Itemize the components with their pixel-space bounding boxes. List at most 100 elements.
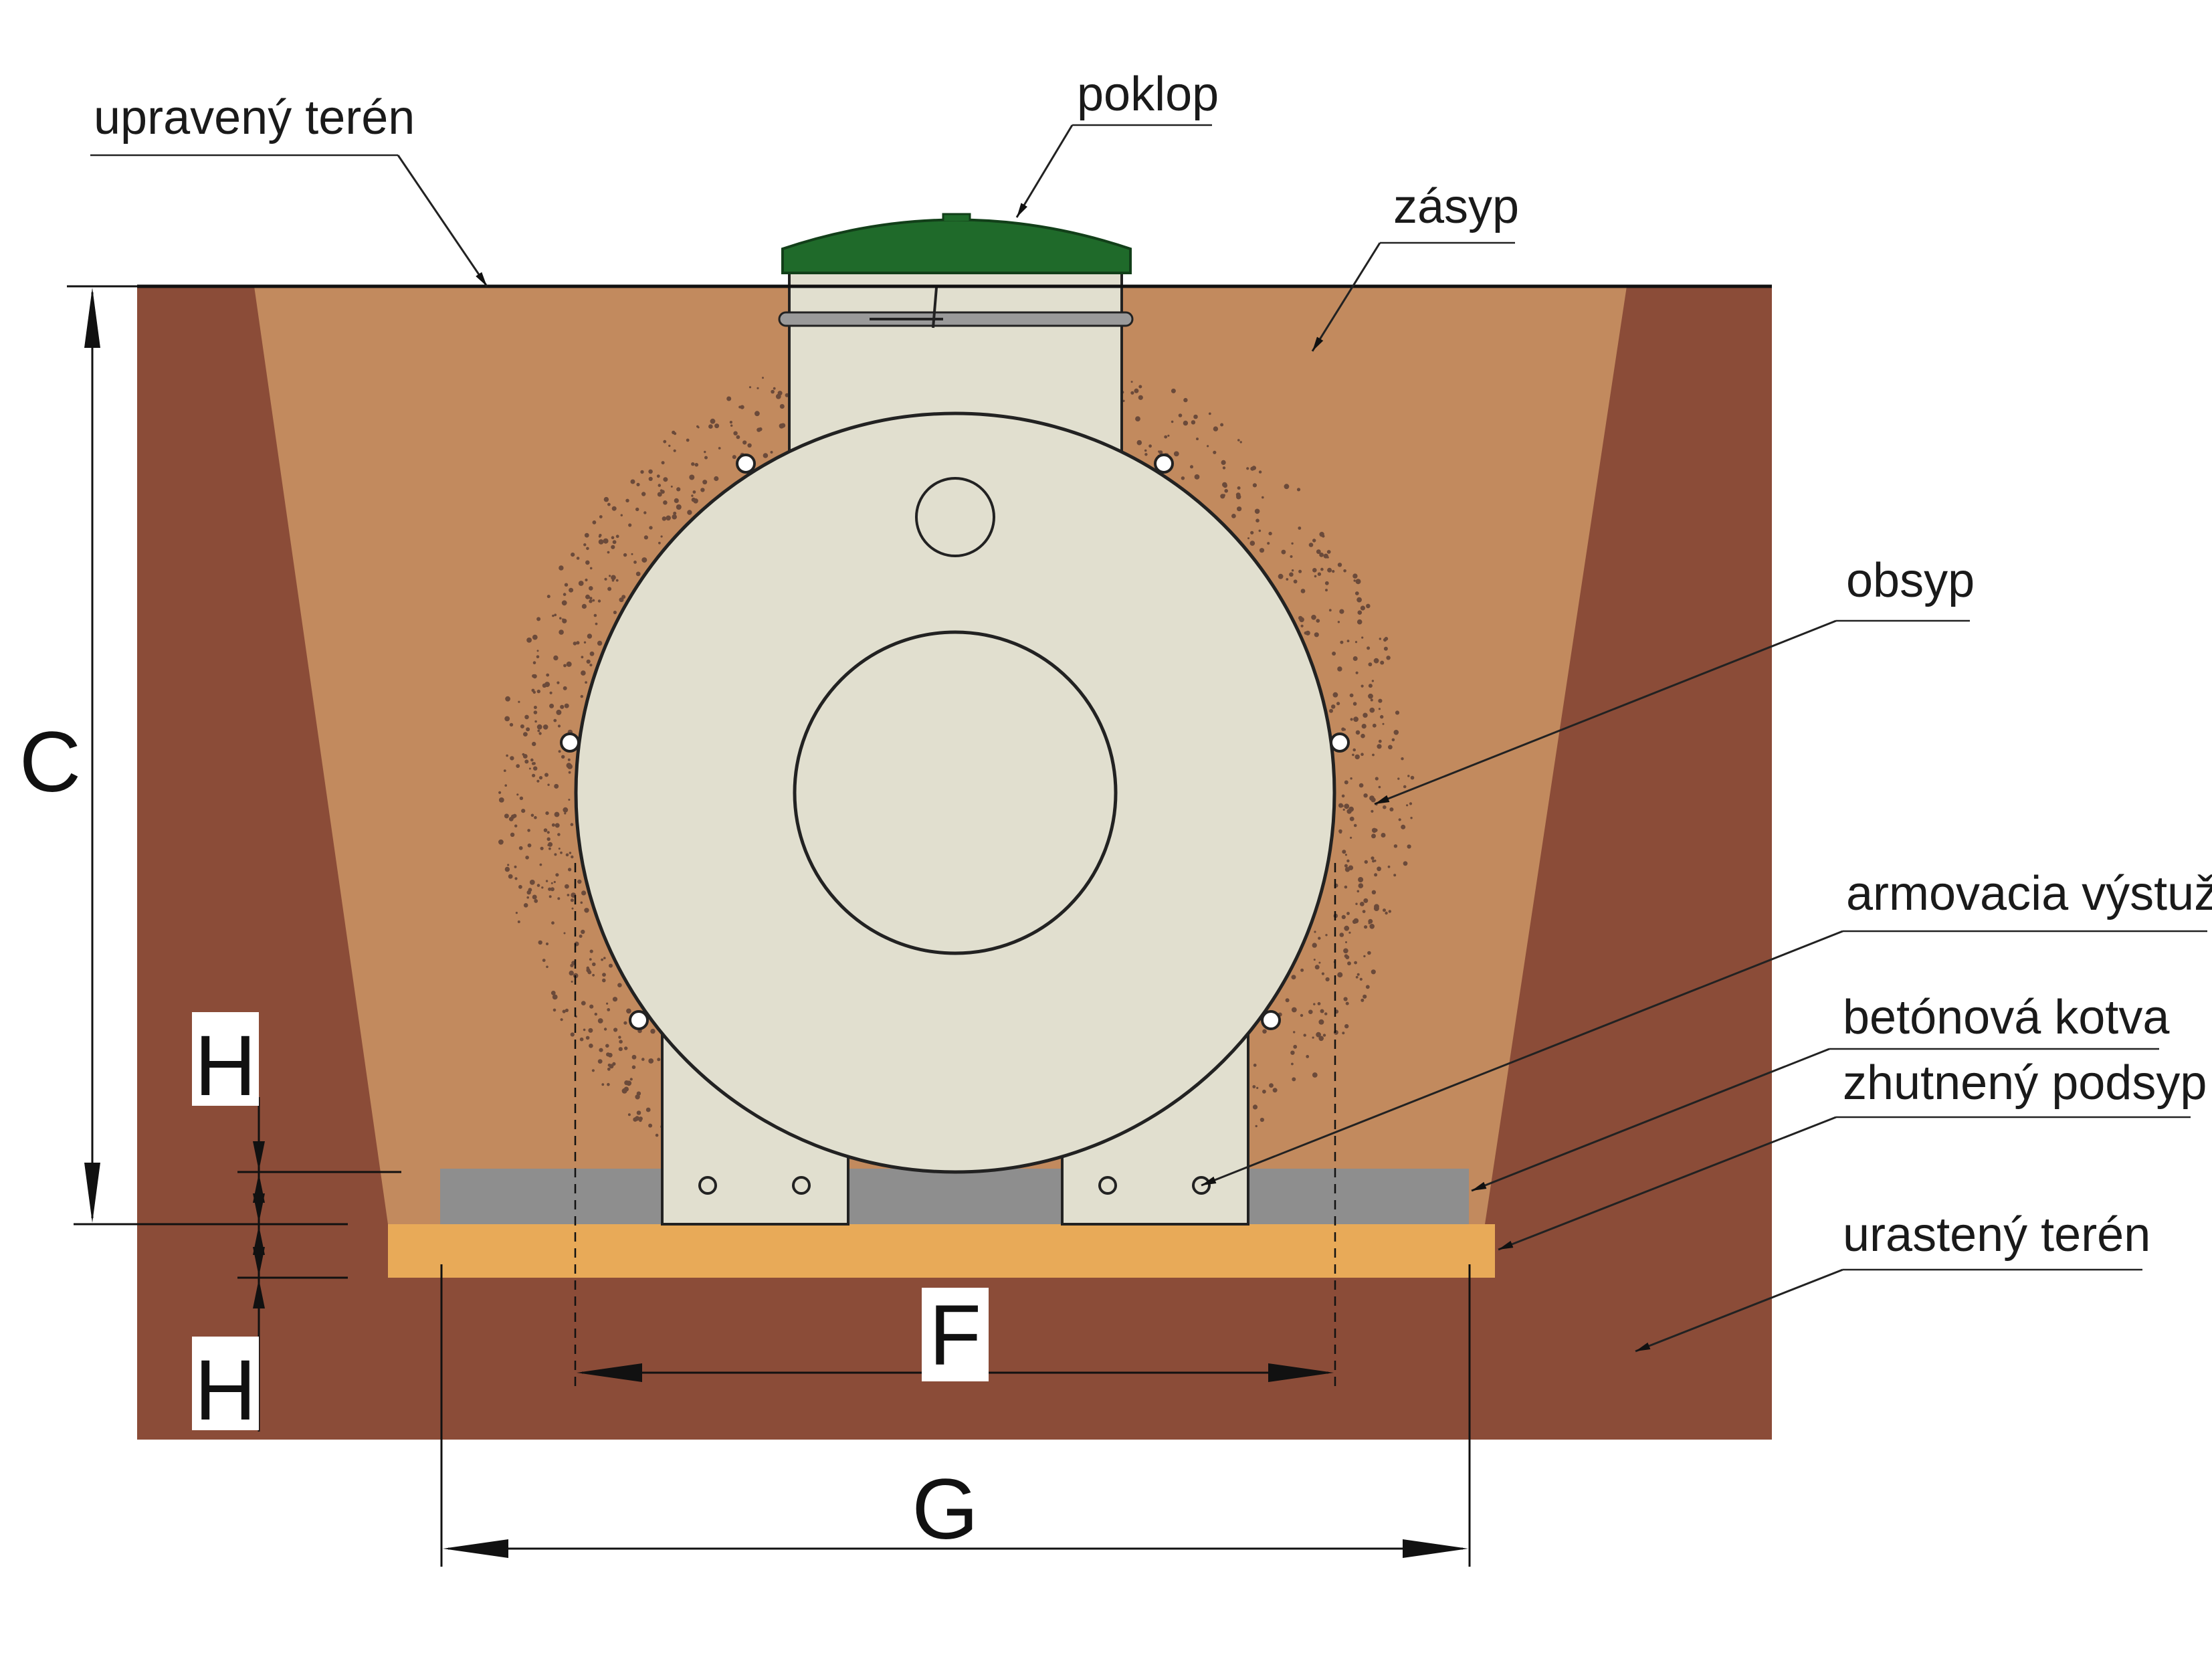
obsyp-dot <box>1130 391 1134 395</box>
obsyp-dot <box>532 894 537 900</box>
obsyp-dot <box>1344 1023 1349 1029</box>
obsyp-dot <box>1319 532 1324 537</box>
obsyp-dot <box>589 664 593 667</box>
obsyp-dot <box>585 1036 590 1040</box>
obsyp-dot <box>560 851 563 854</box>
obsyp-dot <box>563 807 569 813</box>
obsyp-dot <box>601 1083 605 1086</box>
obsyp-dot <box>1364 925 1368 929</box>
obsyp-dot <box>538 776 543 780</box>
obsyp-dot <box>1314 965 1320 970</box>
obsyp-dot <box>521 809 526 813</box>
label-armovacia-vystuz: armovacia výstuž <box>1846 867 2212 920</box>
obsyp-dot <box>732 455 736 460</box>
obsyp-dot <box>1355 671 1359 674</box>
shaft-ring-band <box>778 311 1134 327</box>
obsyp-dot <box>1303 1034 1306 1037</box>
bolt <box>698 1176 717 1195</box>
obsyp-dot <box>1354 641 1358 644</box>
obsyp-dot <box>592 973 595 977</box>
reinforcement-point <box>560 733 580 753</box>
obsyp-dot <box>1207 445 1209 448</box>
obsyp-dot <box>545 942 549 946</box>
obsyp-dot <box>1148 444 1152 448</box>
lid-knob <box>942 213 971 221</box>
tank-body <box>574 411 1336 1174</box>
obsyp-dot <box>1361 753 1364 756</box>
obsyp-dot <box>692 490 696 494</box>
obsyp-dot <box>1398 818 1401 821</box>
obsyp-dot <box>662 516 667 521</box>
obsyp-dot <box>660 535 663 538</box>
obsyp-dot <box>579 1037 584 1042</box>
obsyp-dot <box>510 832 515 838</box>
reinforcement-point <box>736 454 756 474</box>
obsyp-dot <box>1329 708 1333 713</box>
obsyp-dot <box>562 618 567 623</box>
obsyp-dot <box>1344 885 1348 889</box>
obsyp-dot <box>1354 754 1360 760</box>
obsyp-dot <box>534 720 537 723</box>
obsyp-dot <box>526 727 530 732</box>
obsyp-dot <box>1318 1036 1324 1042</box>
obsyp-dot <box>663 440 667 444</box>
obsyp-dot <box>589 567 593 570</box>
obsyp-dot <box>1366 603 1371 609</box>
obsyp-dot <box>1269 1083 1274 1088</box>
obsyp-dot <box>658 484 662 487</box>
obsyp-dot <box>1312 568 1317 573</box>
obsyp-dot <box>592 599 595 602</box>
obsyp-dot <box>1290 1050 1295 1055</box>
obsyp-dot <box>623 1021 627 1025</box>
obsyp-dot <box>536 724 542 730</box>
obsyp-dot <box>583 543 587 547</box>
obsyp-dot <box>1361 684 1364 688</box>
obsyp-dot <box>673 449 676 452</box>
obsyp-dot <box>1352 748 1356 752</box>
obsyp-dot <box>550 882 553 884</box>
obsyp-dot <box>1312 539 1316 543</box>
obsyp-dot <box>673 511 677 515</box>
dim-c-arrow-top <box>84 288 100 348</box>
obsyp-dot <box>564 703 569 708</box>
obsyp-dot <box>1298 569 1302 573</box>
obsyp-dot <box>520 724 524 728</box>
obsyp-dot <box>1158 450 1161 453</box>
obsyp-dot <box>1164 435 1168 439</box>
obsyp-dot <box>657 1058 661 1062</box>
obsyp-dot <box>1325 977 1330 982</box>
obsyp-dot <box>1328 609 1332 612</box>
obsyp-dot <box>1383 908 1386 912</box>
obsyp-dot <box>1267 542 1270 545</box>
obsyp-dot <box>1346 640 1350 643</box>
obsyp-dot <box>1387 865 1391 868</box>
obsyp-dot <box>589 958 592 961</box>
obsyp-dot <box>1393 874 1397 877</box>
obsyp-dot <box>1208 412 1211 415</box>
obsyp-dot <box>1355 730 1361 735</box>
obsyp-dot <box>1344 954 1348 958</box>
obsyp-dot <box>1167 434 1170 437</box>
dim-h-upper-label: H <box>195 1018 256 1114</box>
obsyp-dot <box>519 796 524 801</box>
obsyp-dot <box>542 683 547 688</box>
obsyp-dot <box>1173 451 1179 457</box>
obsyp-dot <box>625 498 629 502</box>
obsyp-dot <box>1352 919 1357 924</box>
reinforcement-point <box>1154 454 1174 474</box>
obsyp-dot <box>1365 985 1370 989</box>
obsyp-dot <box>571 981 573 983</box>
obsyp-dot <box>577 879 582 884</box>
obsyp-dot <box>537 729 540 733</box>
obsyp-dot <box>1252 1104 1258 1110</box>
obsyp-dot <box>580 694 583 698</box>
obsyp-dot <box>1393 844 1398 848</box>
obsyp-dot <box>691 497 696 502</box>
obsyp-dot <box>546 837 550 842</box>
obsyp-dot <box>1262 1089 1266 1094</box>
obsyp-dot <box>1250 530 1254 534</box>
obsyp-dot <box>633 561 637 564</box>
obsyp-dot <box>691 462 695 466</box>
obsyp-dot <box>1344 854 1347 856</box>
obsyp-dot <box>694 463 699 467</box>
